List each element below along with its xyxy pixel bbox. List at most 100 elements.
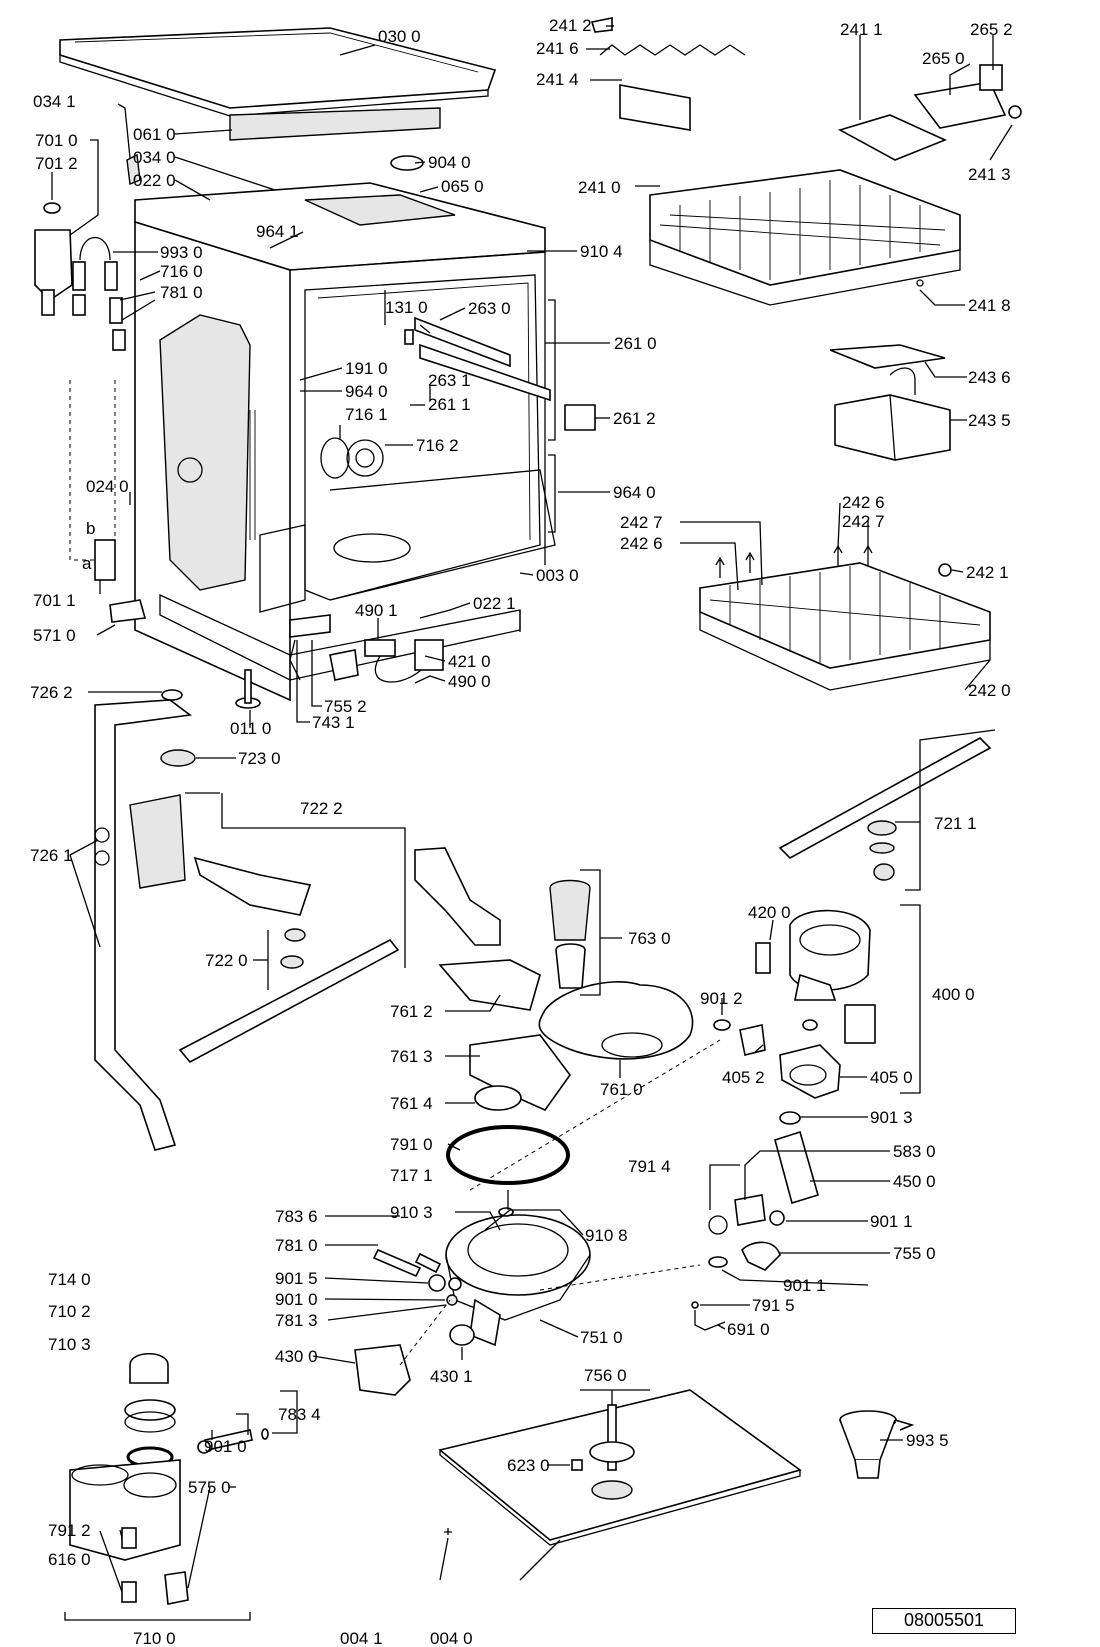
nut-small-drawing [284, 928, 306, 942]
callout-616-0: 616 0 [48, 1550, 91, 1569]
callout-910-3: 910 3 [390, 1203, 433, 1222]
callout-717-1: 717 1 [390, 1166, 433, 1185]
float-drawing [571, 1404, 635, 1500]
cabinet-frame-drawing [134, 182, 556, 702]
callout-022-1: 022 1 [473, 594, 516, 613]
callout-716-2: 716 2 [416, 436, 459, 455]
callout-b: b [86, 519, 95, 538]
callout-964-0-right: 964 0 [613, 483, 656, 502]
wheel-drawing [1008, 105, 1022, 119]
callout-420-0: 420 0 [748, 903, 791, 922]
callout-755-0: 755 0 [893, 1244, 936, 1263]
callout-430-1: 430 1 [430, 1367, 473, 1386]
callout-022-0: 022 0 [133, 171, 176, 190]
upper-basket-drawing [649, 169, 961, 306]
callout-701-2: 701 2 [35, 154, 78, 173]
callout-571-0: 571 0 [33, 626, 76, 645]
filter-drawing [549, 879, 591, 989]
callout-241-4: 241 4 [536, 70, 579, 89]
stopper-drawing [979, 64, 1003, 91]
clamp-drawing [428, 1274, 446, 1292]
bracket-drawing [289, 614, 331, 638]
callout-901-1: 901 1 [870, 1212, 913, 1231]
callout-623-0: 623 0 [507, 1456, 550, 1475]
callout-716-1: 716 1 [345, 405, 388, 424]
filter-plate-drawing [538, 981, 694, 1060]
callout-783-4: 783 4 [278, 1405, 321, 1424]
leader-lines [51, 25, 1013, 1621]
callout-761-3: 761 3 [390, 1047, 433, 1066]
callout-791-4: 791 4 [628, 1157, 671, 1176]
cup-rack-drawing [837, 114, 948, 161]
callout-575-0: 575 0 [188, 1478, 231, 1497]
top-pad-drawing [304, 194, 456, 226]
callout-263-0: 263 0 [468, 299, 511, 318]
insulation-pad-drawing [229, 107, 441, 141]
callout-726-1: 726 1 [30, 846, 73, 865]
callout-242-7-left: 242 7 [620, 513, 663, 532]
cutlery-basket-drawing [829, 344, 951, 461]
callout-964-1: 964 1 [256, 222, 299, 241]
callout-701-1: 701 1 [33, 591, 76, 610]
callout-030-0: 030 0 [378, 27, 421, 46]
callout-450-0: 450 0 [893, 1172, 936, 1191]
callout-034-1: 034 1 [33, 92, 76, 111]
callout-061-0: 061 0 [133, 125, 176, 144]
center-pipe-drawing [414, 847, 501, 946]
clip-small-drawing [590, 17, 613, 33]
base-screw-drawing [444, 1528, 452, 1535]
callout-910-4: 910 4 [580, 242, 623, 261]
callout-901-3: 901 3 [870, 1108, 913, 1127]
callout-400-0: 400 0 [932, 985, 975, 1004]
callout-756-0: 756 0 [584, 1366, 627, 1385]
flap-rack-drawing [619, 84, 691, 131]
callout-004-1: 004 1 [340, 1629, 383, 1647]
callout-034-0: 034 0 [133, 148, 176, 167]
callout-011-0: 011 0 [230, 719, 271, 738]
seal-ring-drawing [474, 1085, 522, 1111]
callout-243-6: 243 6 [968, 368, 1011, 387]
callout-791-5: 791 5 [752, 1296, 795, 1315]
callout-783-6: 783 6 [275, 1207, 318, 1226]
basket-wheel-drawing [938, 563, 952, 577]
callout-261-0: 261 0 [614, 334, 657, 353]
callout-241-2: 241 2 [549, 16, 592, 35]
callout-490-0: 490 0 [448, 672, 491, 691]
callout-901-0: 901 0 [275, 1290, 318, 1309]
drain-pump-drawing [354, 1344, 411, 1396]
upper-spray-arm-drawing [778, 737, 992, 881]
callout-904-0: 904 0 [428, 153, 471, 172]
callout-761-0: 761 0 [600, 1080, 643, 1099]
callout-263-1: 263 1 [428, 371, 471, 390]
callout-721-1: 721 1 [934, 814, 977, 833]
oring-drawing [446, 1294, 458, 1306]
callout-781-0: 781 0 [160, 283, 203, 302]
callout-726-2: 726 2 [30, 683, 73, 702]
callout-242-6-right: 242 6 [842, 493, 885, 512]
screw-drawing [235, 669, 261, 709]
callout-714-0: 714 0 [48, 1270, 91, 1289]
callout-755-2: 755 2 [324, 697, 367, 716]
callout-901-5: 901 5 [275, 1269, 318, 1288]
callout-761-4: 761 4 [390, 1094, 433, 1113]
circulation-pump-drawing [755, 909, 876, 1044]
electrical-parts-drawing [329, 639, 444, 683]
lower-arm-drawing [178, 938, 400, 1064]
callout-421-0: 421 0 [448, 652, 491, 671]
sump-cover-drawing [469, 1034, 571, 1111]
callout-791-2: 791 2 [48, 1521, 91, 1540]
rail-bracket-drawing [913, 81, 1007, 129]
callout-910-8: 910 8 [585, 1226, 628, 1245]
callout-791-0: 791 0 [390, 1135, 433, 1154]
sump-drawing [445, 1207, 591, 1347]
callout-901-1-lower: 901 1 [783, 1276, 826, 1295]
callout-131-0: 131 0 [385, 298, 428, 317]
funnel-drawing [839, 1410, 915, 1479]
callout-242-7-right: 242 7 [842, 512, 885, 531]
callout-710-2: 710 2 [48, 1302, 91, 1321]
callout-964-0: 964 0 [345, 382, 388, 401]
callout-993-0: 993 0 [160, 243, 203, 262]
callout-405-0: 405 0 [870, 1068, 913, 1087]
